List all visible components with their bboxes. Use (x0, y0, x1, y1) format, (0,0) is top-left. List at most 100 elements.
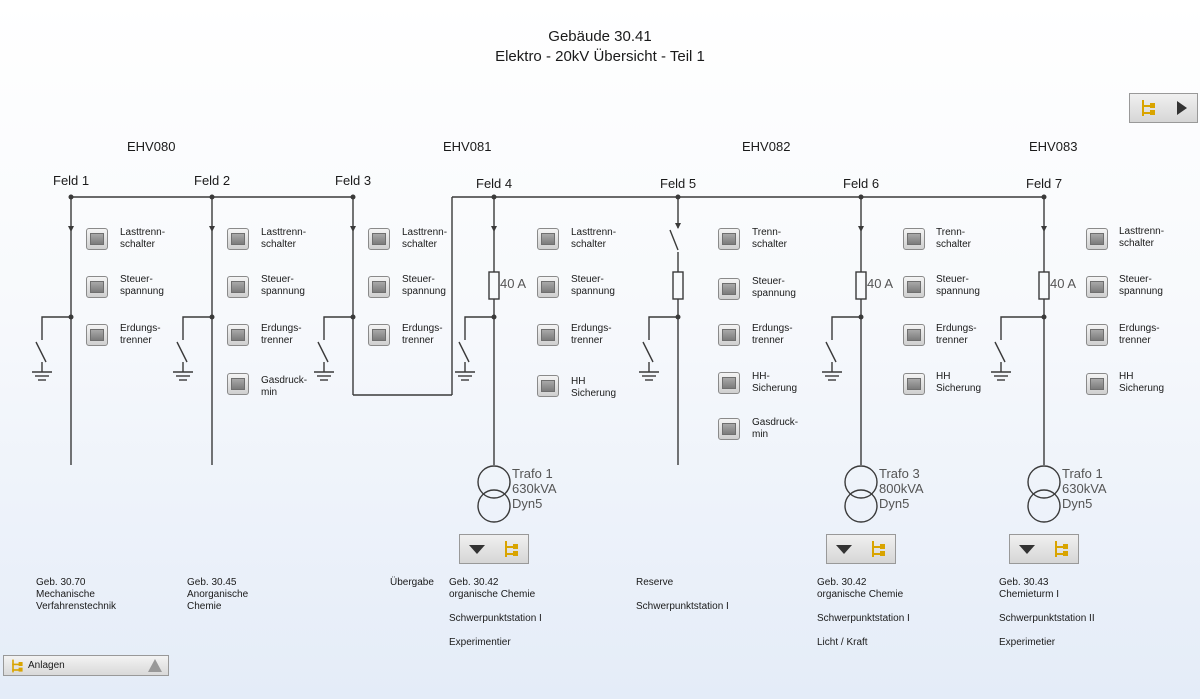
status-label: Lasttrenn- schalter (402, 227, 448, 250)
status-indicator-button[interactable] (1086, 324, 1108, 346)
status-label: Steuer- spannung (1119, 274, 1163, 297)
status-led-icon (722, 283, 736, 295)
status-led-icon (372, 281, 386, 293)
status-led-icon (907, 281, 921, 293)
status-label: Lasttrenn- schalter (261, 227, 307, 250)
status-led-icon (722, 423, 736, 435)
status-indicator-button[interactable] (368, 324, 390, 346)
status-indicator-button[interactable] (86, 276, 108, 298)
status-label: Steuer- spannung (752, 276, 796, 299)
status-led-icon (907, 378, 921, 390)
status-indicator-button[interactable] (227, 373, 249, 395)
status-led-icon (541, 281, 555, 293)
transformer-panel-button[interactable] (1009, 534, 1079, 564)
status-label: Gasdruck- min (261, 375, 308, 398)
status-label: Trenn- schalter (752, 227, 788, 250)
status-indicator-button[interactable] (903, 228, 925, 250)
status-label: Steuer- spannung (402, 274, 446, 297)
status-led-icon (541, 233, 555, 245)
status-led-icon (1090, 378, 1104, 390)
status-led-icon (1090, 281, 1104, 293)
field-label: Feld 6 (843, 176, 880, 191)
status-indicator-button[interactable] (227, 324, 249, 346)
status-indicator-button[interactable] (368, 228, 390, 250)
tree-icon (11, 658, 24, 672)
status-indicator-button[interactable] (718, 228, 740, 250)
status-indicator-button[interactable] (368, 276, 390, 298)
status-led-icon (372, 233, 386, 245)
status-indicator-button[interactable] (718, 418, 740, 440)
field-label: Feld 4 (476, 176, 513, 191)
status-led-icon (1090, 233, 1104, 245)
page-title: Gebäude 30.41 (548, 28, 652, 45)
status-label: Lasttrenn- schalter (120, 227, 166, 250)
status-indicator-button[interactable] (903, 324, 925, 346)
feeder-note: Geb. 30.42 organische Chemie Schwerpunkt… (449, 577, 542, 648)
status-indicator-button[interactable] (537, 228, 559, 250)
status-indicator-button[interactable] (903, 276, 925, 298)
status-led-icon (722, 377, 736, 389)
status-indicator-button[interactable] (227, 228, 249, 250)
status-led-icon (1090, 329, 1104, 341)
status-indicator-button[interactable] (1086, 276, 1108, 298)
field-label: Feld 3 (335, 173, 372, 188)
status-label: Erdungs- trenner (571, 323, 612, 346)
status-indicator-button[interactable] (227, 276, 249, 298)
nav-next-button[interactable] (1129, 93, 1198, 123)
tree-icon (870, 540, 886, 558)
status-indicator-button[interactable] (537, 375, 559, 397)
status-label: HH- Sicherung (752, 371, 798, 394)
status-label: Erdungs- trenner (752, 323, 793, 346)
fuse-rating: 40 A (500, 276, 527, 291)
field-label: Feld 5 (660, 176, 697, 191)
status-indicator-button[interactable] (537, 276, 559, 298)
status-indicator-button[interactable] (718, 278, 740, 300)
section-ehv081: EHV081 (443, 139, 492, 154)
status-label: Steuer- spannung (936, 274, 980, 297)
play-icon (1176, 101, 1187, 115)
status-indicator-button[interactable] (1086, 373, 1108, 395)
status-label: Steuer- spannung (120, 274, 164, 297)
status-label: Erdungs- trenner (936, 323, 977, 346)
status-label: HH Sicherung (936, 371, 982, 394)
dropdown-icon (1019, 544, 1035, 554)
status-led-icon (907, 329, 921, 341)
status-led-icon (722, 233, 736, 245)
fuse-rating: 40 A (867, 276, 894, 291)
transformer-label: Trafo 1 630kVA Dyn5 (1062, 466, 1107, 511)
status-label: Lasttrenn- schalter (571, 227, 617, 250)
anlagen-button[interactable]: Anlagen (3, 655, 169, 676)
status-label: Trenn- schalter (936, 227, 972, 250)
status-indicator-button[interactable] (537, 324, 559, 346)
field-label: Feld 1 (53, 173, 90, 188)
status-label: HH Sicherung (1119, 371, 1165, 394)
status-indicator-button[interactable] (718, 324, 740, 346)
tree-icon (1053, 540, 1069, 558)
tree-icon (1140, 99, 1156, 117)
triangle-up-icon (148, 659, 162, 672)
tree-icon (503, 540, 519, 558)
section-ehv083: EHV083 (1029, 139, 1078, 154)
status-label: HH Sicherung (571, 376, 617, 399)
feeder-note: Geb. 30.42 organische Chemie Schwerpunkt… (817, 577, 910, 648)
transformer-panel-button[interactable] (459, 534, 529, 564)
feeder-note: Geb. 30.70 Mechanische Verfahrenstechnik (36, 577, 117, 612)
status-indicator-button[interactable] (718, 372, 740, 394)
fuse-rating: 40 A (1050, 276, 1077, 291)
transformer-panel-button[interactable] (826, 534, 896, 564)
status-led-icon (231, 329, 245, 341)
status-indicator-button[interactable] (1086, 228, 1108, 250)
section-ehv082: EHV082 (742, 139, 791, 154)
status-label: Steuer- spannung (261, 274, 305, 297)
status-label: Erdungs- trenner (261, 323, 302, 346)
status-led-icon (231, 281, 245, 293)
status-led-icon (372, 329, 386, 341)
transformer-label: Trafo 1 630kVA Dyn5 (512, 466, 557, 511)
field-label: Feld 2 (194, 173, 231, 188)
status-indicator-button[interactable] (903, 373, 925, 395)
field-label: Feld 7 (1026, 176, 1063, 191)
status-indicator-button[interactable] (86, 228, 108, 250)
status-indicator-button[interactable] (86, 324, 108, 346)
page-subtitle: Elektro - 20kV Übersicht - Teil 1 (495, 48, 705, 65)
